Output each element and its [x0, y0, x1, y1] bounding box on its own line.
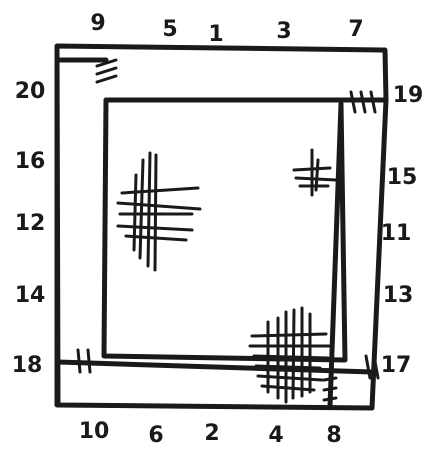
inner-window	[104, 100, 386, 360]
top-label-1: 1	[208, 24, 223, 46]
bottom-strip	[58, 362, 372, 372]
right-label-17: 17	[381, 355, 412, 377]
right-label-11: 11	[381, 223, 412, 245]
right-label-15: 15	[387, 167, 418, 189]
top-label-3: 3	[276, 21, 291, 43]
left-label-12: 12	[15, 213, 46, 235]
hatch-patch-small	[294, 150, 336, 195]
left-label-14: 14	[15, 285, 46, 307]
hatch-patch-left	[118, 153, 200, 270]
top-label-7: 7	[348, 19, 363, 41]
left-label-16: 16	[15, 151, 46, 173]
right-label-19: 19	[393, 85, 424, 107]
bottom-label-10: 10	[79, 421, 110, 443]
bottom-label-4: 4	[268, 425, 283, 447]
left-label-18: 18	[12, 355, 43, 377]
bottom-label-6: 6	[148, 425, 163, 447]
top-label-9: 9	[90, 13, 105, 35]
top-label-5: 5	[162, 19, 177, 41]
left-strip	[57, 60, 106, 405]
bottom-label-2: 2	[204, 423, 219, 445]
hatch-patch-corner	[250, 308, 330, 402]
right-label-13: 13	[383, 285, 414, 307]
left-label-20: 20	[15, 81, 46, 103]
bottom-label-8: 8	[326, 425, 341, 447]
